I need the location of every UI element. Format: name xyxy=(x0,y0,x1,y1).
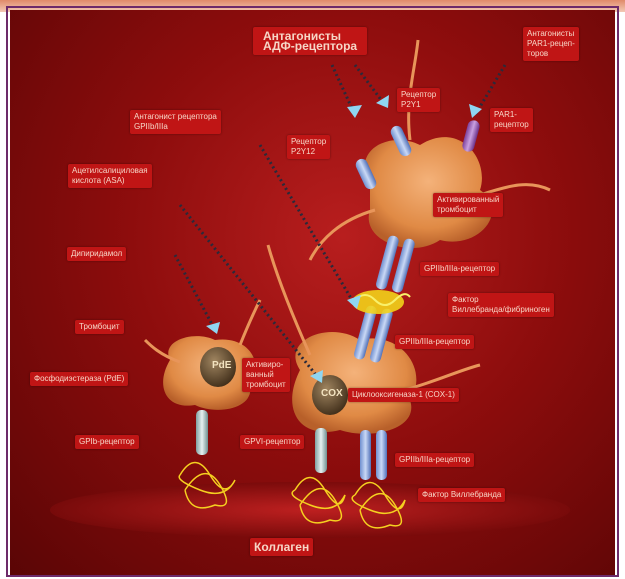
p2y1-receptor-label: Рецептор P2Y1 xyxy=(397,88,440,112)
gpib-receptor-left xyxy=(196,410,208,455)
platelet-label: Тромбоцит xyxy=(75,320,124,334)
par1-receptor xyxy=(461,119,481,153)
adp-antagonist-arrow-2 xyxy=(355,65,385,105)
dipyridamole-arrow xyxy=(175,255,215,330)
p2y12-receptor-label: Рецептор P2Y12 xyxy=(287,135,330,159)
gpvi-receptor xyxy=(315,428,327,473)
vwf-fibrinogen-label: Фактор Виллебранда/фибриноген xyxy=(448,293,554,317)
cox-label: Циклооксигеназа-1 (COX-1) xyxy=(348,388,459,402)
gp-receptor-mid-label: GPIIb/IIIa-рецептор xyxy=(395,335,474,349)
gp-receptor-top-label: GPIIb/IIIa-рецептор xyxy=(420,262,499,276)
gpvi-receptor-label: GPVI-рецептор xyxy=(240,435,304,449)
pde-label: Фосфодиэстераза (PdE) xyxy=(30,372,128,386)
activated-platelet-label: Активированный тромбоцит xyxy=(433,193,503,217)
par-antagonists-label: Антагонисты PAR1-рецеп- торов xyxy=(523,27,579,61)
vwf-bottom-label: Фактор Виллебранда xyxy=(418,488,505,502)
cox-disc-label: COX xyxy=(317,387,347,401)
dipyridamole-label: Дипиридамол xyxy=(67,247,126,261)
gp-antagonist-label: Антагонист рецептора GPIIb/IIIa xyxy=(130,110,221,134)
activated-platelet-small-label: Активиро- ванный тромбоцит xyxy=(242,358,290,392)
gpib-receptor-label: GPIb-рецептор xyxy=(75,435,139,449)
gp-receptor-bottom-label: GPIIb/IIIa-рецептор xyxy=(395,453,474,467)
diagram-panel: Антагонисты АДФ-рецептора Антагонисты PA… xyxy=(10,10,615,575)
collagen-label: Коллаген xyxy=(250,538,313,556)
par1-receptor-label: PAR1- рецептор xyxy=(490,108,533,132)
pde-disc-label: PdE xyxy=(208,359,235,373)
adp-antagonists-label: Антагонисты АДФ-рецептора xyxy=(253,27,367,55)
asa-label: Ацетилсалициловая кислота (ASA) xyxy=(68,164,152,188)
